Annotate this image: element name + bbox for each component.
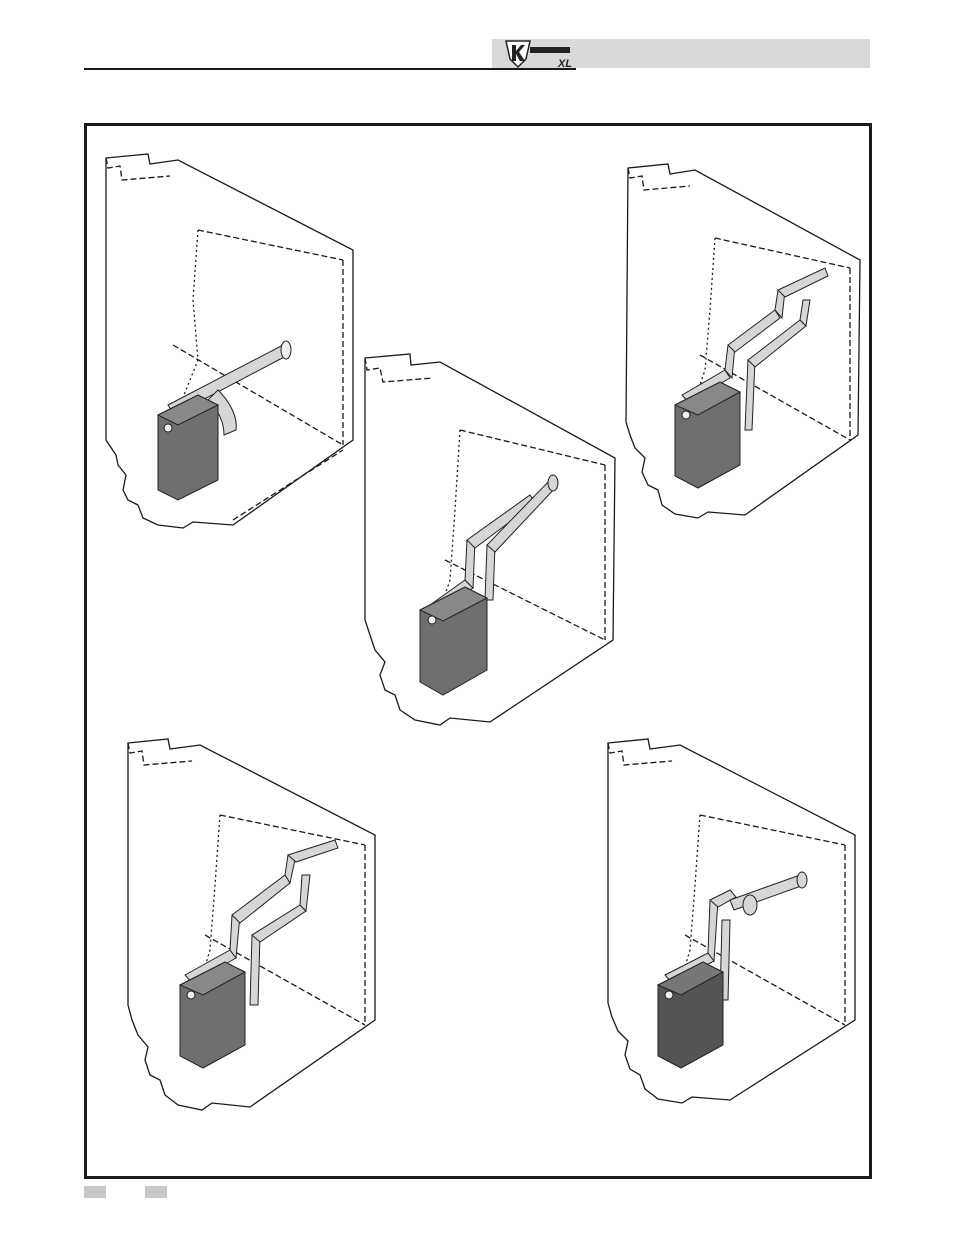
knight-xl-logo: XL: [500, 37, 580, 71]
vent-figure-3: [620, 160, 870, 520]
vent-figure-2: [355, 350, 620, 730]
footer-tab-right: [145, 1186, 167, 1198]
vent-figure-1: [98, 150, 363, 535]
svg-text:XL: XL: [557, 58, 572, 70]
vent-figure-5: [600, 735, 865, 1105]
footer-tab-left: [84, 1186, 106, 1198]
vent-figure-4: [120, 735, 385, 1115]
